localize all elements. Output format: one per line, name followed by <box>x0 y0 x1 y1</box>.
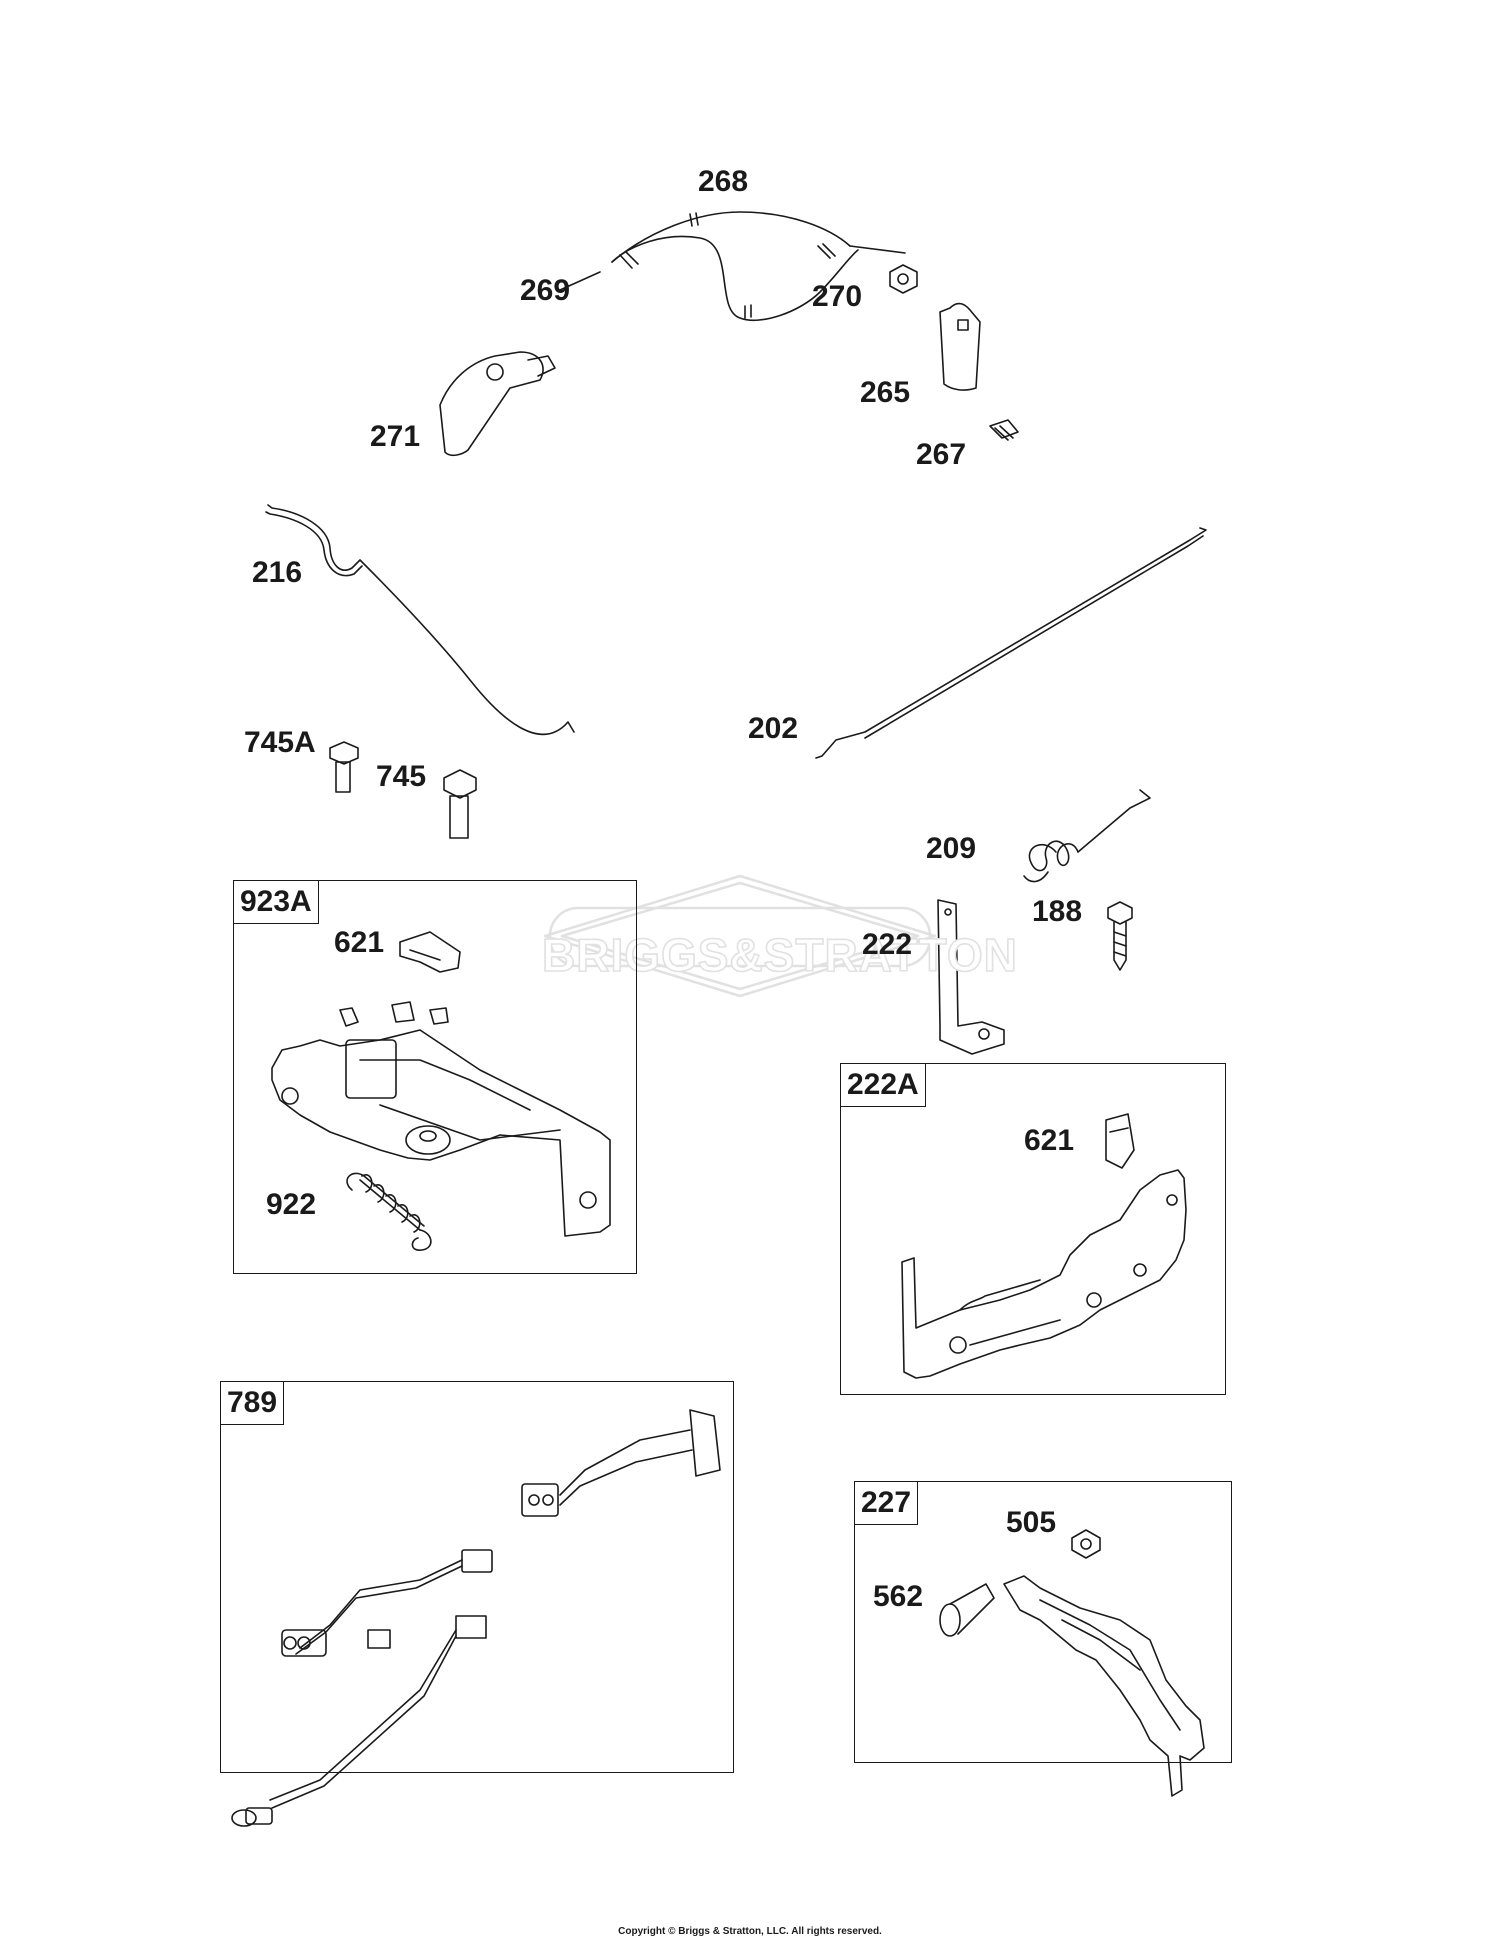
kit-box-789: 789 <box>220 1381 734 1773</box>
copyright-footer: Copyright © Briggs & Stratton, LLC. All … <box>618 1926 882 1937</box>
governor-link-216 <box>266 505 574 734</box>
kit-box-227: 227 <box>854 1481 1232 1763</box>
callout-621-lower: 621 <box>1024 1124 1075 1157</box>
callout-270: 270 <box>812 280 863 313</box>
clip-621-lower <box>1106 1114 1134 1168</box>
watermark-text: BRIGGS&STRATTON <box>541 928 1018 982</box>
callout-271: 271 <box>370 420 421 453</box>
throttle-lever-227 <box>1004 1576 1204 1796</box>
governor-spring-209 <box>1024 790 1150 882</box>
kit-label-222A: 222A <box>841 1064 926 1107</box>
kit-label-789: 789 <box>221 1382 285 1425</box>
callout-922: 922 <box>266 1188 317 1221</box>
callout-222: 222 <box>862 928 913 961</box>
callout-188: 188 <box>1032 895 1083 928</box>
kit-label-227: 227 <box>855 1482 919 1525</box>
callout-209: 209 <box>926 832 977 865</box>
cable-clamp-265 <box>940 304 980 391</box>
callout-621-upper: 621 <box>334 926 385 959</box>
callout-269: 269 <box>520 274 571 307</box>
screw-267 <box>990 420 1018 440</box>
clip-621-upper <box>400 932 460 972</box>
callout-505: 505 <box>1006 1506 1057 1539</box>
screw-188 <box>1108 902 1132 970</box>
callout-745A: 745A <box>244 726 316 759</box>
clevis-pin-562 <box>940 1584 994 1636</box>
bolt-745A <box>330 742 358 792</box>
watermark-logo <box>545 876 935 996</box>
throttle-bracket-assembly <box>902 1170 1186 1378</box>
bolt-745 <box>444 770 476 838</box>
callout-268: 268 <box>698 165 749 198</box>
kit-box-923A: 923A <box>233 880 637 1274</box>
bracket-222 <box>938 900 1004 1054</box>
wiring-harness <box>232 1410 720 1826</box>
kit-box-222A: 222A <box>840 1063 1226 1395</box>
governor-control-assembly <box>272 1002 610 1236</box>
callout-202: 202 <box>748 712 799 745</box>
governor-lever-271 <box>440 352 555 455</box>
hex-nut-270 <box>890 265 917 293</box>
hex-nut-505 <box>1072 1530 1100 1558</box>
extension-spring-922 <box>347 1173 431 1250</box>
callout-745: 745 <box>376 760 427 793</box>
callout-267: 267 <box>916 438 967 471</box>
callout-265: 265 <box>860 376 911 409</box>
throttle-link-202 <box>816 528 1206 758</box>
callout-562: 562 <box>873 1580 924 1613</box>
throttle-cable-part <box>560 212 905 320</box>
callout-216: 216 <box>252 556 303 589</box>
kit-label-923A: 923A <box>234 881 319 924</box>
